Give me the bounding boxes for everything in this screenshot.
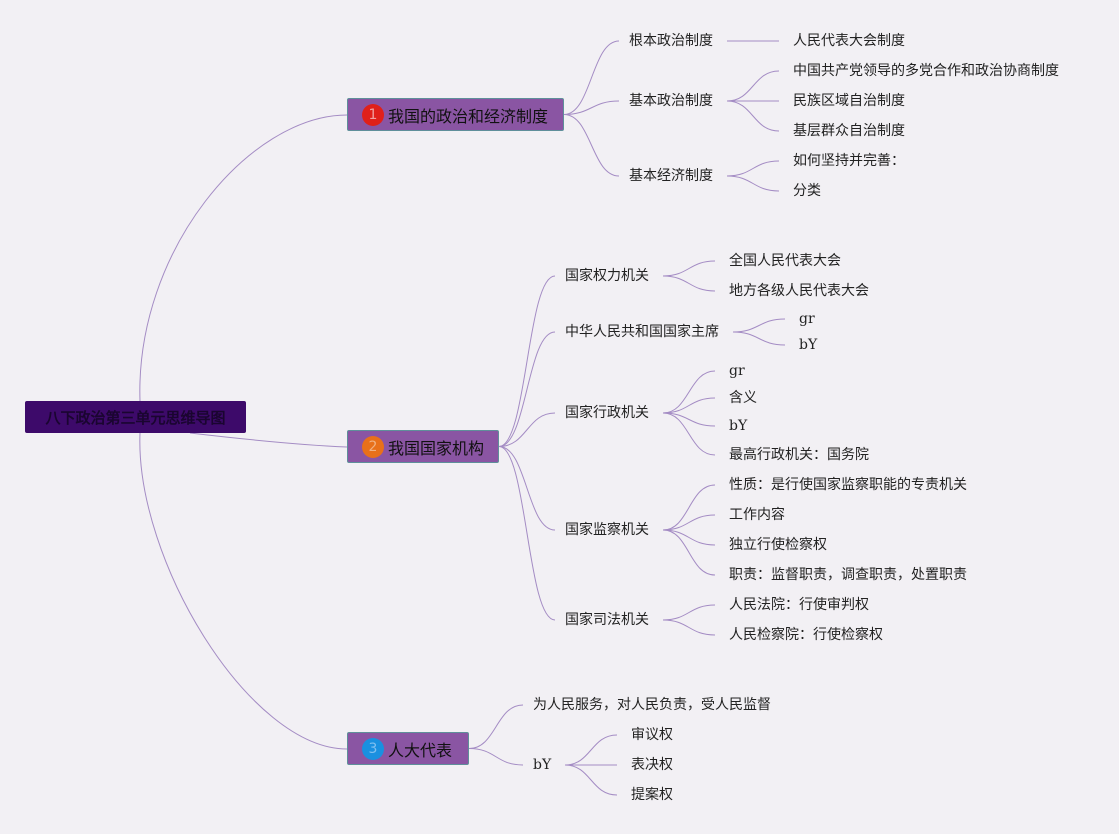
leaf-topic[interactable]: 职责：监督职责，调查职责，处置职责 bbox=[729, 567, 967, 583]
subtopic[interactable]: bY bbox=[533, 757, 552, 773]
connector bbox=[564, 764, 618, 796]
leaf-topic[interactable]: gr bbox=[799, 311, 815, 327]
subtopic[interactable]: 国家权力机关 bbox=[565, 268, 649, 284]
connector bbox=[498, 412, 556, 447]
subtopic[interactable]: 为人民服务，对人民负责，受人民监督 bbox=[533, 697, 771, 713]
leaf-topic[interactable]: 全国人民代表大会 bbox=[729, 253, 841, 269]
connector bbox=[662, 275, 716, 292]
connector bbox=[498, 331, 556, 447]
root-label: 八下政治第三单元思维导图 bbox=[45, 408, 226, 427]
number-badge-icon: 2 bbox=[362, 435, 384, 458]
branch-label: 人大代表 bbox=[388, 740, 453, 760]
leaf-topic[interactable]: 表决权 bbox=[631, 757, 673, 773]
leaf-topic[interactable]: 中国共产党领导的多党合作和政治协商制度 bbox=[793, 63, 1059, 79]
leaf-topic[interactable]: 地方各级人民代表大会 bbox=[729, 283, 869, 299]
connector bbox=[498, 446, 556, 531]
connector bbox=[662, 412, 716, 427]
subtopic[interactable]: 基本经济制度 bbox=[629, 168, 713, 184]
leaf-topic[interactable]: 性质：是行使国家监察职能的专责机关 bbox=[729, 477, 967, 493]
leaf-topic[interactable]: 审议权 bbox=[631, 727, 673, 743]
connector bbox=[662, 604, 716, 621]
leaf-topic[interactable]: 人民代表大会制度 bbox=[793, 33, 905, 49]
connector bbox=[563, 114, 620, 177]
leaf-topic[interactable]: 分类 bbox=[793, 183, 821, 199]
leaf-topic[interactable]: 民族区域自治制度 bbox=[793, 93, 905, 109]
leaf-topic[interactable]: 如何坚持并完善： bbox=[793, 153, 905, 169]
connector bbox=[662, 397, 716, 414]
connector bbox=[662, 412, 716, 456]
leaf-topic[interactable]: 基层群众自治制度 bbox=[793, 123, 905, 139]
connector bbox=[468, 748, 524, 766]
connector bbox=[563, 40, 620, 115]
connector bbox=[662, 260, 716, 277]
branch-label: 我国的政治和经济制度 bbox=[388, 106, 549, 126]
connector bbox=[662, 529, 716, 546]
subtopic[interactable]: 国家监察机关 bbox=[565, 522, 649, 538]
connector bbox=[726, 70, 780, 102]
connector bbox=[662, 484, 716, 531]
connector bbox=[498, 446, 556, 621]
subtopic[interactable]: 中华人民共和国国家主席 bbox=[565, 324, 719, 340]
connector bbox=[498, 275, 556, 447]
leaf-topic[interactable]: gr bbox=[729, 363, 745, 379]
leaf-topic[interactable]: 人民法院：行使审判权 bbox=[729, 597, 869, 613]
subtopic[interactable]: 基本政治制度 bbox=[629, 93, 713, 109]
connector bbox=[726, 160, 780, 177]
leaf-topic[interactable]: 最高行政机关：国务院 bbox=[729, 447, 869, 463]
connector bbox=[468, 704, 524, 749]
root-topic[interactable]: 八下政治第三单元思维导图 bbox=[25, 401, 246, 433]
connector bbox=[564, 734, 618, 766]
subtopic[interactable]: 国家司法机关 bbox=[565, 612, 649, 628]
leaf-topic[interactable]: 含义 bbox=[729, 390, 757, 406]
connector bbox=[139, 432, 348, 750]
subtopic[interactable]: 国家行政机关 bbox=[565, 405, 649, 421]
leaf-topic[interactable]: 独立行使检察权 bbox=[729, 537, 827, 553]
leaf-topic[interactable]: 工作内容 bbox=[729, 507, 785, 523]
number-badge-icon: 3 bbox=[362, 737, 384, 760]
connector bbox=[732, 318, 786, 333]
leaf-topic[interactable]: 人民检察院：行使检察权 bbox=[729, 627, 883, 643]
leaf-topic[interactable]: bY bbox=[729, 418, 748, 434]
connector bbox=[726, 175, 780, 192]
connector bbox=[563, 100, 620, 115]
subtopic[interactable]: 根本政治制度 bbox=[629, 33, 713, 49]
leaf-topic[interactable]: bY bbox=[799, 337, 818, 353]
branch-label: 我国国家机构 bbox=[388, 438, 485, 458]
connector bbox=[189, 432, 348, 448]
connector bbox=[662, 514, 716, 531]
connector bbox=[662, 529, 716, 576]
number-badge-icon: 1 bbox=[362, 103, 384, 126]
connector bbox=[662, 370, 716, 414]
leaf-topic[interactable]: 提案权 bbox=[631, 787, 673, 803]
connector bbox=[732, 331, 786, 346]
connector bbox=[139, 114, 348, 402]
connector bbox=[662, 619, 716, 636]
connector bbox=[726, 100, 780, 132]
